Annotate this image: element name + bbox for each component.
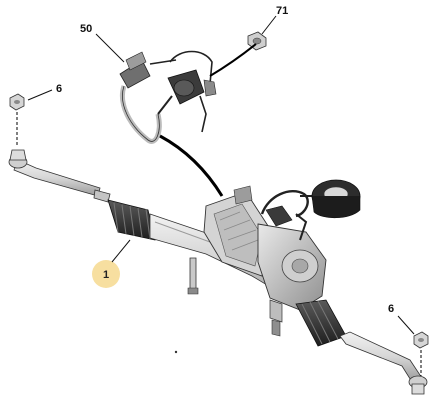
callout-label-1: 1 bbox=[103, 269, 109, 281]
callout-sensor-harness: 50 bbox=[80, 23, 125, 63]
callout-left-nut: 6 bbox=[27, 83, 62, 101]
callout-label-6-right: 6 bbox=[388, 303, 394, 315]
control-unit bbox=[203, 185, 273, 277]
right-bellows-boot bbox=[295, 299, 347, 347]
callout-right-nut: 6 bbox=[388, 303, 415, 335]
callout-steering-rack: 1 bbox=[92, 239, 131, 288]
callout-fixing-nut: 71 bbox=[261, 5, 288, 35]
left-tie-rod-nut-part bbox=[9, 93, 25, 111]
pinion-seal-disc bbox=[311, 179, 361, 219]
callout-label-50: 50 bbox=[80, 23, 92, 35]
callout-label-71: 71 bbox=[276, 5, 288, 17]
right-tie-rod-nut-part bbox=[413, 331, 429, 349]
assembly-guide-lines bbox=[16, 43, 422, 376]
left-tie-rod bbox=[8, 149, 111, 203]
right-tie-rod bbox=[339, 331, 428, 395]
callout-highlight-circle bbox=[92, 260, 120, 288]
stray-dot bbox=[174, 350, 178, 354]
callout-label-6-left: 6 bbox=[56, 83, 62, 95]
sensor-harness-part bbox=[119, 50, 217, 144]
steering-rack-assembly bbox=[8, 149, 428, 395]
left-bellows-boot bbox=[107, 199, 156, 241]
